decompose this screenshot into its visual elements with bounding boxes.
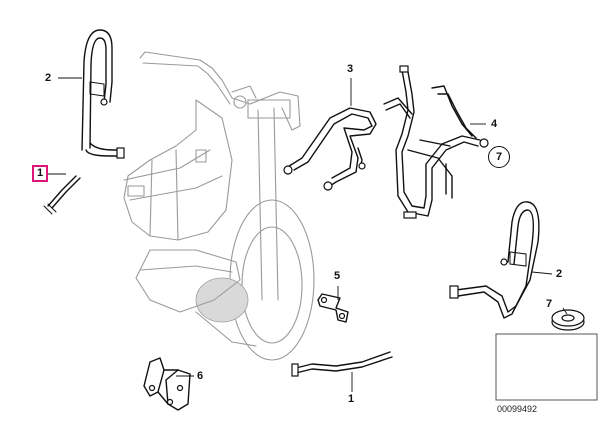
part-7-washer — [551, 309, 585, 331]
part-3-bracket — [283, 107, 377, 191]
callout-1-lower: 1 — [348, 393, 355, 405]
callout-1-upper-highlighted[interactable]: 1 — [32, 165, 49, 182]
callout-2-lower: 2 — [556, 268, 563, 280]
part-2-lower-bar — [449, 201, 540, 319]
part-6-bracket — [143, 357, 191, 411]
callout-3: 3 — [347, 63, 354, 75]
leader-lines — [48, 77, 568, 392]
part-1-lower-rod — [291, 351, 393, 377]
callout-6: 6 — [197, 370, 204, 382]
reference-code: 00099492 — [497, 404, 538, 414]
callout-7-washer: 7 — [546, 298, 553, 310]
part-2-upper-bar — [81, 29, 125, 159]
part-5-bracket — [317, 293, 349, 323]
callout-5: 5 — [334, 270, 341, 282]
callout-2-upper: 2 — [45, 72, 52, 84]
callout-4: 4 — [491, 118, 498, 130]
part-4-frame — [383, 65, 489, 219]
reference-box — [495, 333, 598, 401]
part-1-upper-rod — [43, 175, 81, 215]
motorcycle-ghost — [123, 51, 315, 361]
callout-7-circled: 7 — [488, 146, 510, 168]
